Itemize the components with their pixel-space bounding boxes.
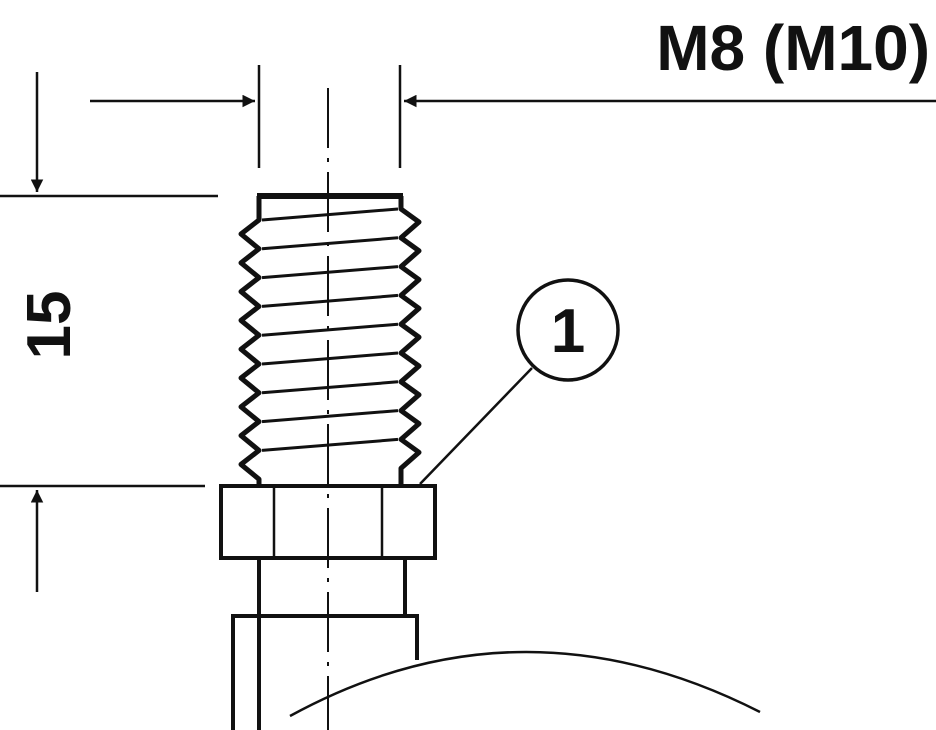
thread-crest-line — [261, 293, 399, 308]
thread-size-label: M8 (M10) — [656, 12, 930, 84]
thread-right-profile — [398, 196, 422, 486]
thread — [238, 193, 422, 486]
hex-nut — [219, 484, 437, 560]
thread-crest-line — [261, 409, 399, 424]
thread-crest-line — [261, 265, 399, 280]
thread-crest-line — [261, 236, 399, 251]
leader-line — [419, 367, 533, 485]
thread-crest-line — [261, 322, 399, 337]
thread-crest-line — [261, 207, 399, 222]
stud-body — [231, 558, 761, 730]
thread-crest-line — [261, 437, 399, 452]
thread-crest-line — [261, 380, 399, 395]
thread-length-label: 15 — [15, 291, 84, 360]
width-dimension — [90, 65, 936, 168]
length-dimension — [0, 72, 218, 592]
callout-1: 1 — [419, 278, 620, 485]
callout-number: 1 — [551, 297, 585, 366]
thread-left-profile — [238, 196, 262, 486]
thread-crest-line — [261, 351, 399, 366]
